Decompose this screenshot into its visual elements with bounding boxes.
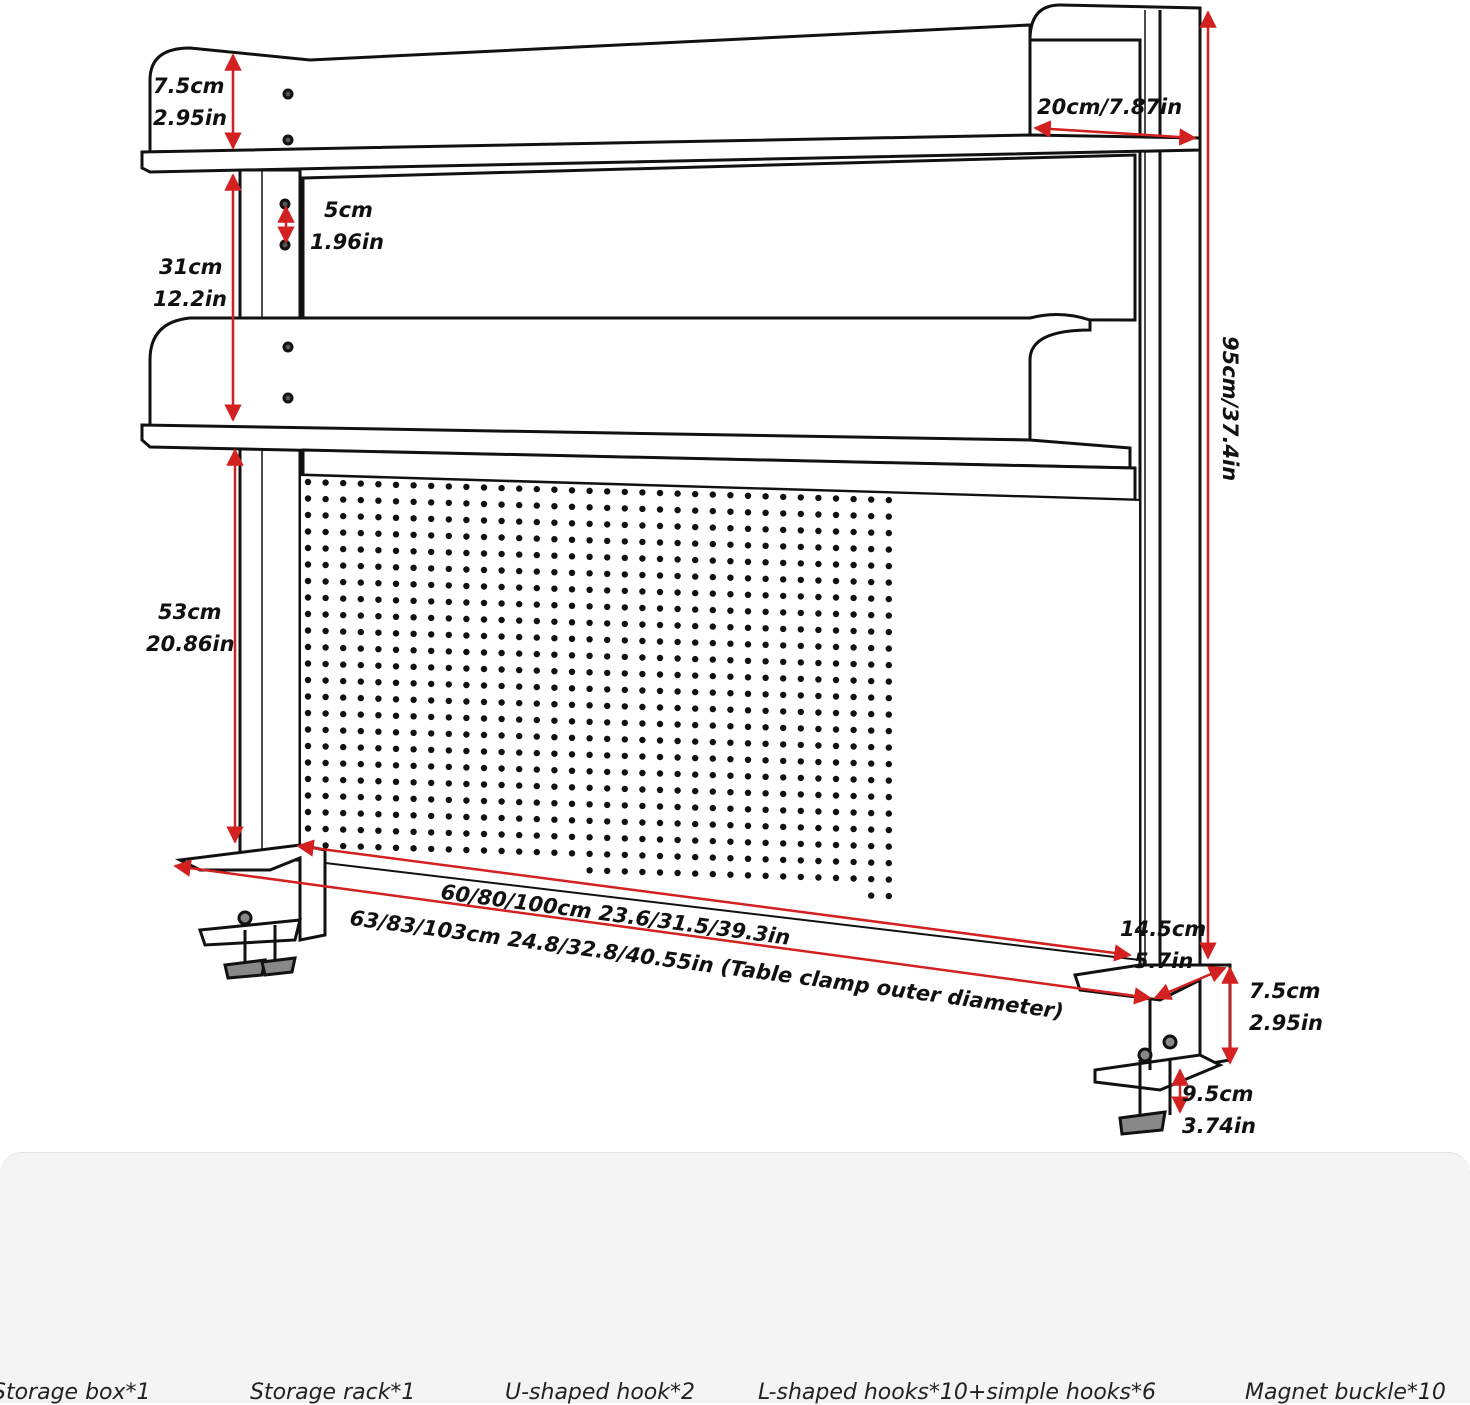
dim-hole-spacing-in: 1.96in [310,230,384,254]
accessory-label-magnet: Magnet buckle*10 [1245,1380,1446,1405]
middle-shelf [140,313,1132,470]
dim-top-lip-cm: 7.5cm [153,74,225,98]
dim-clamp-depth-in: 5.7in [1134,949,1194,973]
dim-pegboard-height-cm: 53cm [158,600,222,624]
arrow-clamp-outer [173,859,1152,1005]
dim-pegboard-height: 53cm 20.86in [146,596,235,660]
dim-shelf-gap-in: 12.2in [153,287,227,311]
dim-clamp-height-in: 2.95in [1249,1011,1323,1035]
accessory-label-storage-box: Storage box*1 [0,1380,151,1405]
dim-top-lip: 7.5cm 2.95in [153,70,227,134]
dim-clamp-height-cm: 7.5cm [1249,979,1321,1003]
pegboard [299,473,1141,962]
dim-shelf-gap-cm: 31cm [159,255,223,279]
arrow-shelf-depth [1033,120,1197,146]
dim-clamp-depth-cm: 14.5cm [1120,917,1207,941]
accessory-label-l-hooks: L-shaped hooks*10+simple hooks*6 [758,1380,1156,1405]
dim-clamp-opening: 9.5cm 3.74in [1182,1078,1256,1142]
left-post [238,168,302,862]
top-shelf [140,23,1202,174]
dim-hole-spacing: 5cm 1.96in [310,194,384,258]
accessory-label-u-hook: U-shaped hook*2 [505,1380,695,1405]
dim-total-height: 95cm/37.4in [1218,336,1242,482]
dim-shelf-gap: 31cm 12.2in [153,251,227,315]
pegboard-holes [304,478,892,900]
arrow-clamp-depth [1153,966,1227,1000]
accessories-panel [0,1152,1470,1403]
left-table-clamp [174,843,327,980]
dim-clamp-height: 7.5cm 2.95in [1249,975,1323,1039]
dim-clamp-depth: 14.5cm 5.7in [1120,913,1206,977]
accessory-label-storage-rack: Storage rack*1 [250,1380,416,1405]
dim-pegboard-height-in: 20.86in [146,632,235,656]
dim-hole-spacing-cm: 5cm [324,198,373,222]
upper-back-panel [279,153,1137,322]
dimension-arrows [173,10,1239,1114]
dim-clamp-opening-cm: 9.5cm [1182,1082,1254,1106]
dim-clamp-opening-in: 3.74in [1182,1114,1256,1138]
dim-top-lip-in: 2.95in [153,106,227,130]
dim-shelf-depth: 20cm/7.87in [1037,95,1183,119]
